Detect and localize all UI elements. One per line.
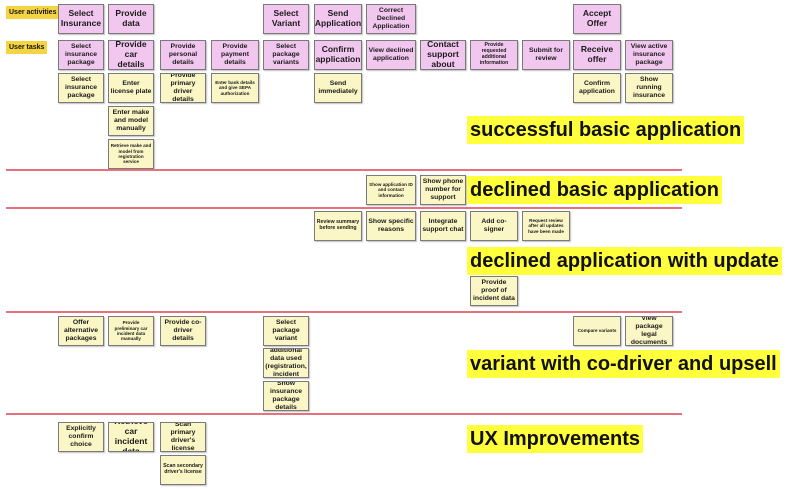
story-compare-variants[interactable]: Show any additional data used (registrat…	[263, 348, 309, 378]
task-confirm-application[interactable]: Confirm application	[314, 40, 362, 70]
story-provide-primary-driver-details[interactable]: Provide primary driver details	[160, 73, 206, 103]
task-select-insurance-package[interactable]: Select insurance package	[58, 40, 104, 70]
section-title-declined: declined basic application	[467, 176, 722, 204]
activity-send-application[interactable]: Send Application	[314, 4, 362, 34]
section-title-ux: UX Improvements	[467, 425, 644, 453]
story-show-insurance-package-details[interactable]: View package legal documents	[625, 316, 673, 346]
activity-correct-declined-application[interactable]: Correct Declined Application	[366, 4, 416, 34]
story-retrieve-make-model[interactable]: Retrieve make and model from registratio…	[108, 139, 154, 169]
story-offer-alternative-packages[interactable]: Offer alternative packages	[58, 316, 104, 346]
task-submit-for-review[interactable]: Submit for review	[522, 40, 570, 70]
story-send-immediately[interactable]: Send immediately	[314, 73, 362, 103]
story-enter-license-plate[interactable]: Enter license plate	[108, 73, 154, 103]
story-scan-primary-license[interactable]: Scan primary driver's license	[160, 422, 206, 452]
task-view-active-insurance-package[interactable]: View active insurance package	[625, 40, 673, 70]
story-confirm-application[interactable]: Confirm application	[573, 73, 621, 103]
section-separator-1	[6, 169, 682, 171]
section-title-basic: successful basic application	[467, 116, 745, 144]
story-show-application-id[interactable]: Show application ID and contact informat…	[366, 175, 416, 205]
story-show-running-insurance[interactable]: Show running insurance	[625, 73, 673, 103]
task-select-package-variants[interactable]: Select package variants	[263, 40, 309, 70]
story-enter-make-model[interactable]: Enter make and model manually	[108, 106, 154, 136]
story-select-insurance-package[interactable]: Select insurance package	[58, 73, 104, 103]
section-separator-2	[6, 207, 682, 209]
story-provide-co-driver-details[interactable]: Provide co-driver details	[160, 316, 206, 346]
story-explicitly-confirm-choice[interactable]: Explicitly confirm choice	[58, 422, 104, 452]
task-provide-payment-details[interactable]: Provide payment details	[211, 40, 259, 70]
task-provide-car-details[interactable]: Provide car details	[108, 40, 154, 70]
story-integrate-support-chat[interactable]: Integrate support chat	[420, 211, 466, 241]
task-view-declined-application[interactable]: View declined application	[366, 40, 416, 70]
story-request-review[interactable]: Request review after all updates have be…	[522, 211, 570, 241]
story-show-phone-number[interactable]: Show phone number for support	[420, 175, 466, 205]
section-separator-4	[6, 413, 682, 415]
activity-select-insurance[interactable]: Select Insurance	[58, 4, 104, 34]
story-add-co-signer[interactable]: Add co-signer	[470, 211, 518, 241]
task-provide-personal-details[interactable]: Provide personal details	[160, 40, 206, 70]
activity-provide-data[interactable]: Provide data	[108, 4, 154, 34]
activity-select-variant[interactable]: Select Variant	[263, 4, 309, 34]
story-provide-proof-incident[interactable]: Provide proof of incident data	[470, 276, 518, 306]
activity-accept-offer[interactable]: Accept Offer	[573, 4, 621, 34]
story-retrieve-car-incident-data[interactable]: Retrieve car incident data	[108, 422, 154, 452]
section-title-variant: variant with co-driver and upsell	[467, 350, 780, 378]
story-scan-secondary-license[interactable]: Scan secondary driver's license	[160, 455, 206, 485]
task-receive-offer[interactable]: Receive offer	[573, 40, 621, 70]
section-separator-3	[6, 311, 682, 313]
row-label-activities: User activities	[6, 6, 60, 19]
story-select-package-variant[interactable]: Select package variant	[263, 316, 309, 346]
row-label-tasks: User tasks	[6, 41, 48, 54]
story-view-legal-documents[interactable]: Show insurance package details	[263, 381, 309, 411]
section-title-update: declined application with update	[467, 247, 782, 275]
story-provide-preliminary-incident[interactable]: Provide preliminary car incident data ma…	[108, 316, 154, 346]
story-enter-bank-details[interactable]: Enter bank details and give SEPA authori…	[211, 73, 259, 103]
task-contact-support-about[interactable]: Contact support about	[420, 40, 466, 70]
story-show-specific-reasons[interactable]: Show specific reasons	[366, 211, 416, 241]
task-provide-requested-additional-information[interactable]: Provide requested additional information	[470, 40, 518, 70]
story-show-additional-data[interactable]: Compare variants	[573, 316, 621, 346]
story-review-summary[interactable]: Review summary before sending	[314, 211, 362, 241]
